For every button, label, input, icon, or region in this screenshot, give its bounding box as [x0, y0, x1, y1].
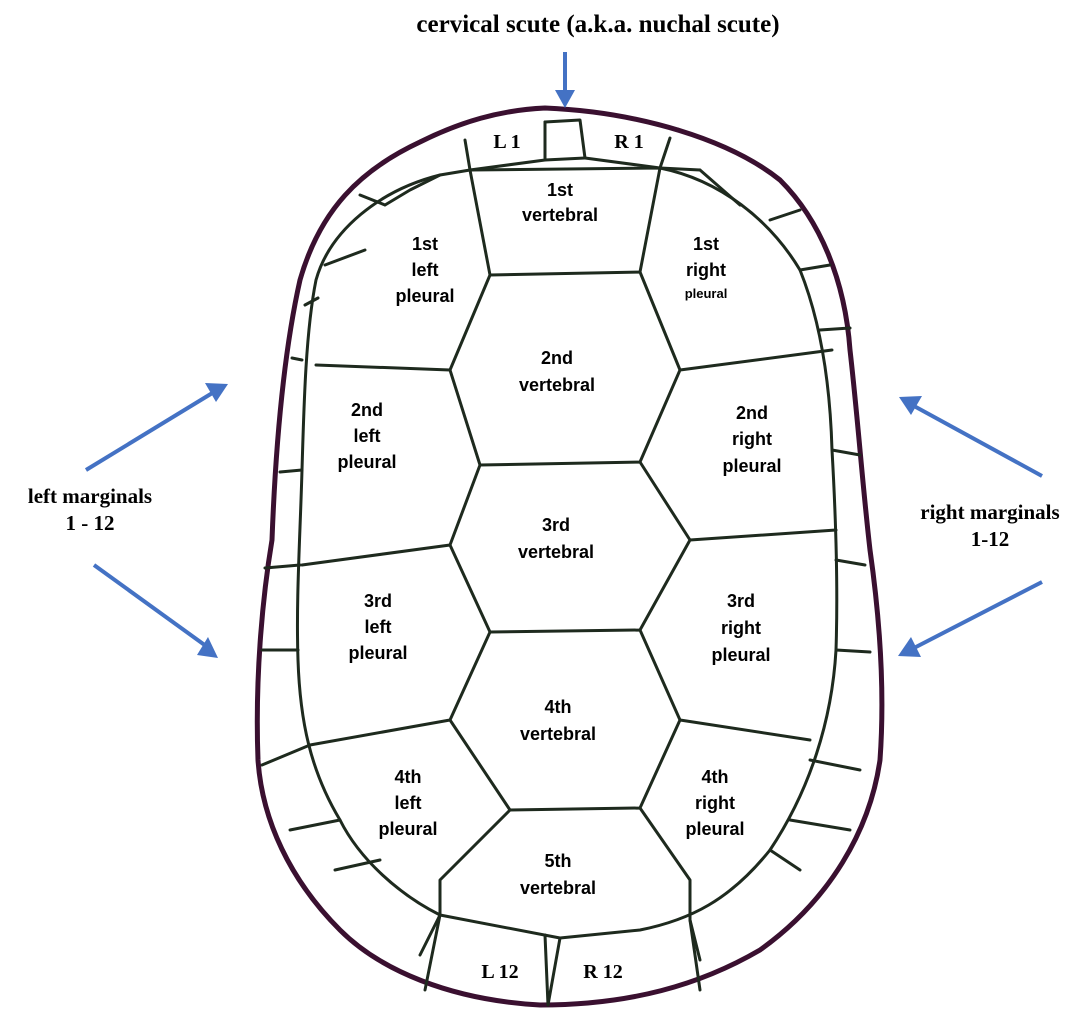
- cervical-arrow: [555, 52, 575, 108]
- cervical-scute-label: cervical scute (a.k.a. nuchal scute): [416, 11, 779, 38]
- right-marginals-label-line1: right marginals: [920, 500, 1059, 524]
- right-pleural-2-line3: pleural: [722, 456, 781, 476]
- right-pleural-3-line2: right: [721, 618, 761, 638]
- vertebral-3-line2: vertebral: [518, 542, 594, 562]
- bottom-marginal-seams: [423, 913, 702, 1007]
- right-marginals-arrow-down: [898, 580, 1043, 657]
- marginal-l1-label: L 1: [493, 131, 520, 153]
- right-pleural-4-line3: pleural: [685, 819, 744, 839]
- right-pleural-3-line1: 3rd: [727, 591, 755, 611]
- right-marginal-seams: [658, 166, 872, 962]
- left-pleural-4-line3: pleural: [378, 819, 437, 839]
- right-pleural-1-line3: pleural: [685, 286, 728, 301]
- left-marginals-label-line1: left marginals: [28, 484, 152, 508]
- vertebral-3-line1: 3rd: [542, 515, 570, 535]
- left-pleural-3-line3: pleural: [348, 643, 407, 663]
- left-pleural-2-line2: left: [354, 426, 381, 446]
- right-pleural-1-line2: right: [686, 260, 726, 280]
- vertebral-1-line1: 1st: [547, 180, 573, 200]
- left-pleural-3-line2: left: [365, 617, 392, 637]
- carapace-outline: [254, 105, 885, 1008]
- left-pleural-3-line1: 3rd: [364, 591, 392, 611]
- right-pleural-1-line1: 1st: [693, 234, 719, 254]
- right-pleural-3-line3: pleural: [711, 645, 770, 665]
- vertebral-5-line2: vertebral: [520, 878, 596, 898]
- right-pleural-2-line2: right: [732, 429, 772, 449]
- left-marginal-seams: [260, 173, 442, 957]
- vertebral-4-line2: vertebral: [520, 724, 596, 744]
- left-pleural-4-line1: 4th: [395, 767, 422, 787]
- right-pleural-4-line2: right: [695, 793, 735, 813]
- left-marginals-arrow-down: [92, 563, 218, 658]
- vertebral-2-line2: vertebral: [519, 375, 595, 395]
- left-pleural-1-line1: 1st: [412, 234, 438, 254]
- right-marginals-arrow-up: [899, 396, 1043, 478]
- marginal-seams-top: [463, 120, 672, 172]
- inner-marginal-seam: [295, 166, 839, 940]
- right-pleural-2-line1: 2nd: [736, 403, 768, 423]
- left-pleural-2-line3: pleural: [337, 452, 396, 472]
- vertebral-2-line1: 2nd: [541, 348, 573, 368]
- right-marginals-label-line2: 1-12: [971, 527, 1010, 551]
- cervical-scute-outline: [543, 118, 587, 162]
- left-marginals-label-line2: 1 - 12: [66, 511, 115, 535]
- vertebral-1-line2: vertebral: [522, 205, 598, 225]
- left-marginals-arrow-up: [84, 383, 228, 472]
- left-pleural-1-line3: pleural: [395, 286, 454, 306]
- marginal-l12-label: L 12: [481, 961, 518, 983]
- left-pleural-4-line2: left: [395, 793, 422, 813]
- right-pleural-4-line1: 4th: [702, 767, 729, 787]
- left-pleural-2-line1: 2nd: [351, 400, 383, 420]
- marginal-r12-label: R 12: [583, 961, 622, 983]
- vertebral-pleural-seams: [300, 166, 838, 922]
- left-pleural-1-line2: left: [412, 260, 439, 280]
- vertebral-5-line1: 5th: [545, 851, 572, 871]
- marginal-r1-label: R 1: [614, 131, 643, 153]
- vertebral-4-line1: 4th: [545, 697, 572, 717]
